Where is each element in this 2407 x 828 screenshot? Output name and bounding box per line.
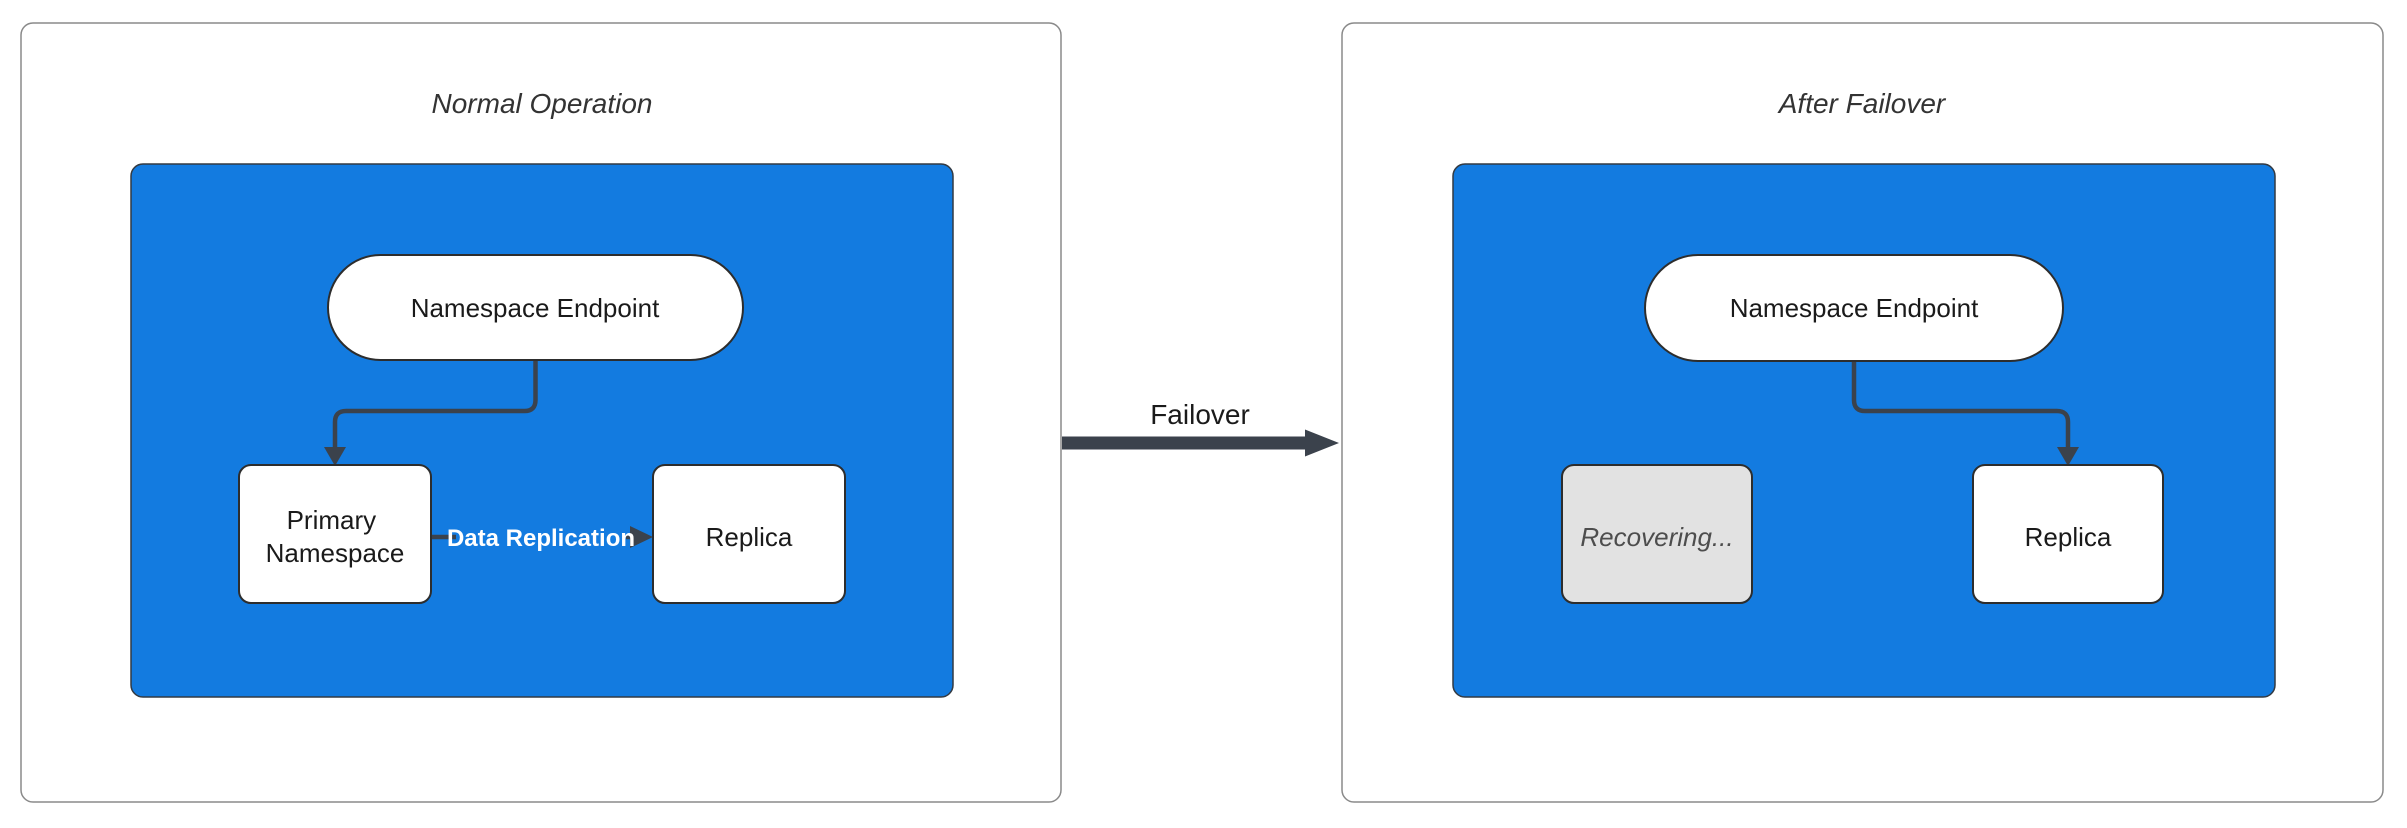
namespace-endpoint-node-right [1644, 254, 2064, 362]
failover-transition: Failover [1062, 399, 1339, 457]
primary-namespace-label-line1: Primary [287, 505, 377, 535]
recovering-label: Recovering... [1580, 522, 1733, 552]
primary-namespace-label-line2: Namespace [266, 538, 405, 568]
after-failover-panel: After Failover Namespace Endpoint Recove… [1341, 22, 2384, 803]
arrowhead-data-replication [630, 526, 653, 548]
namespace-container-left [130, 163, 954, 698]
data-replication-label: Data Replication [447, 525, 635, 552]
edge-label-backdrop [456, 518, 626, 556]
normal-operation-panel: Normal Operation Data Replication Namesp… [20, 22, 1062, 803]
namespace-endpoint-label-right: Namespace Endpoint [1730, 293, 1979, 323]
arrowhead-endpoint-to-replica [2057, 447, 2079, 466]
primary-namespace-node [238, 464, 432, 604]
replica-node-right [1972, 464, 2164, 604]
replica-label-left: Replica [706, 522, 793, 552]
failover-arrowhead [1305, 429, 1339, 457]
normal-operation-title: Normal Operation [432, 88, 653, 119]
arrowhead-endpoint-to-primary [324, 447, 346, 466]
after-failover-title: After Failover [1777, 88, 1947, 119]
edge-endpoint-to-primary [332, 360, 538, 448]
recovering-node [1561, 464, 1753, 604]
edge-endpoint-to-replica [1851, 361, 2071, 448]
failover-label: Failover [1150, 399, 1250, 430]
namespace-endpoint-node-left [327, 254, 744, 361]
replica-label-right: Replica [2025, 522, 2112, 552]
namespace-endpoint-label-left: Namespace Endpoint [411, 293, 660, 323]
namespace-container-right [1452, 163, 2276, 698]
replica-node-left [652, 464, 846, 604]
primary-namespace-label: Primary Namespace [266, 505, 405, 568]
